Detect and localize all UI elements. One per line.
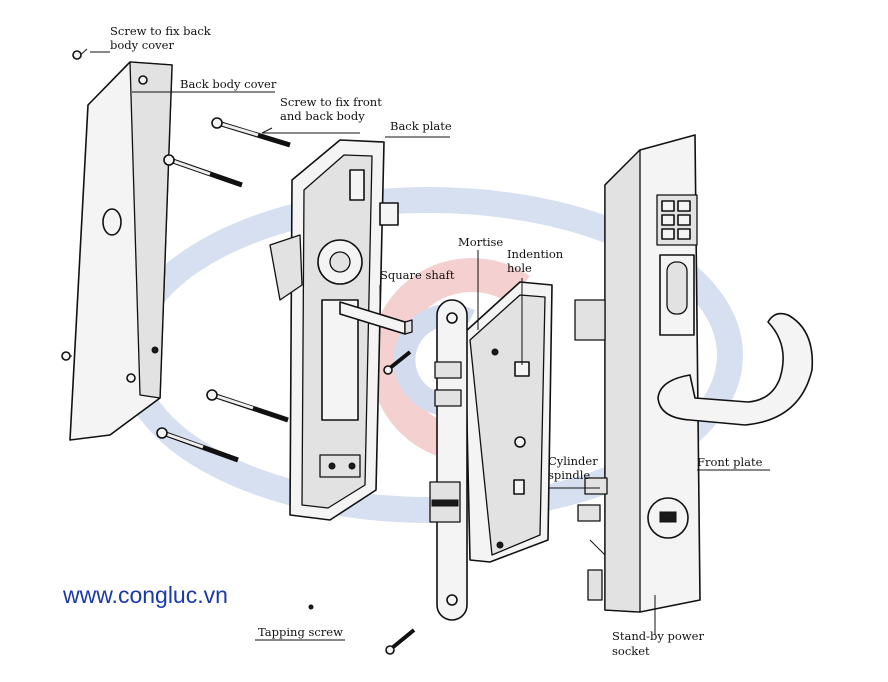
label-indention-hole: Indention hole [507,247,567,275]
front-plate [574,134,701,613]
square-shaft [339,301,413,335]
back-plate [269,139,399,521]
leader-lines [90,51,770,641]
tapping-screw [385,628,416,655]
label-screw-back-cover: Screw to fix back body cover [110,24,214,52]
lever-handle [657,312,814,426]
small-dot [308,604,314,610]
label-screw-front-back: Screw to fix front and back body [280,95,386,123]
mortise [429,281,553,621]
label-front-plate: Front plate [697,455,763,469]
back-body-cover [61,61,173,441]
label-mortise: Mortise [458,235,503,249]
back-cover-screw-top [72,48,88,60]
label-back-body-cover: Back body cover [180,77,277,91]
label-back-plate: Back plate [390,119,452,133]
website-url: www.congluc.vn [63,582,228,608]
long-screws [156,117,291,463]
small-screw-mid [383,350,412,375]
label-standby-power-socket: Stand-by power socket [612,629,708,658]
label-tapping-screw: Tapping screw [258,625,343,639]
label-cylinder-spindle: Cylinder spindle [548,454,601,482]
label-square-shaft: Square shaft [380,268,455,282]
